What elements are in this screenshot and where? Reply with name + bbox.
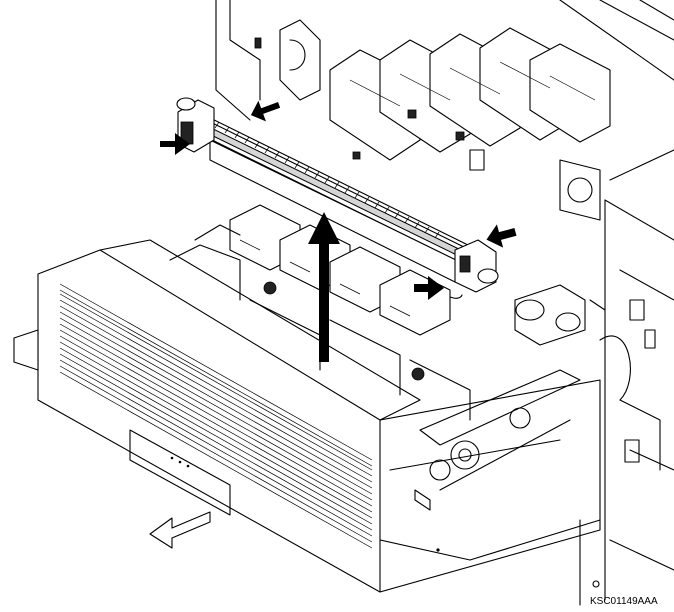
- up-arrow: [308, 212, 340, 362]
- upper-guide-fins: [254, 19, 611, 221]
- press-arrow-right-top: [486, 224, 517, 248]
- press-arrow-left-side: [160, 133, 190, 155]
- roller-assembly: [176, 97, 499, 299]
- printer-frame: [215, 0, 674, 606]
- figure-id-label: KSC01149AAA: [590, 596, 658, 607]
- pull-out-arrow: [149, 511, 211, 549]
- drawer: [13, 239, 601, 593]
- press-arrow-left-top: [250, 100, 281, 122]
- press-arrow-right-side: [414, 276, 444, 300]
